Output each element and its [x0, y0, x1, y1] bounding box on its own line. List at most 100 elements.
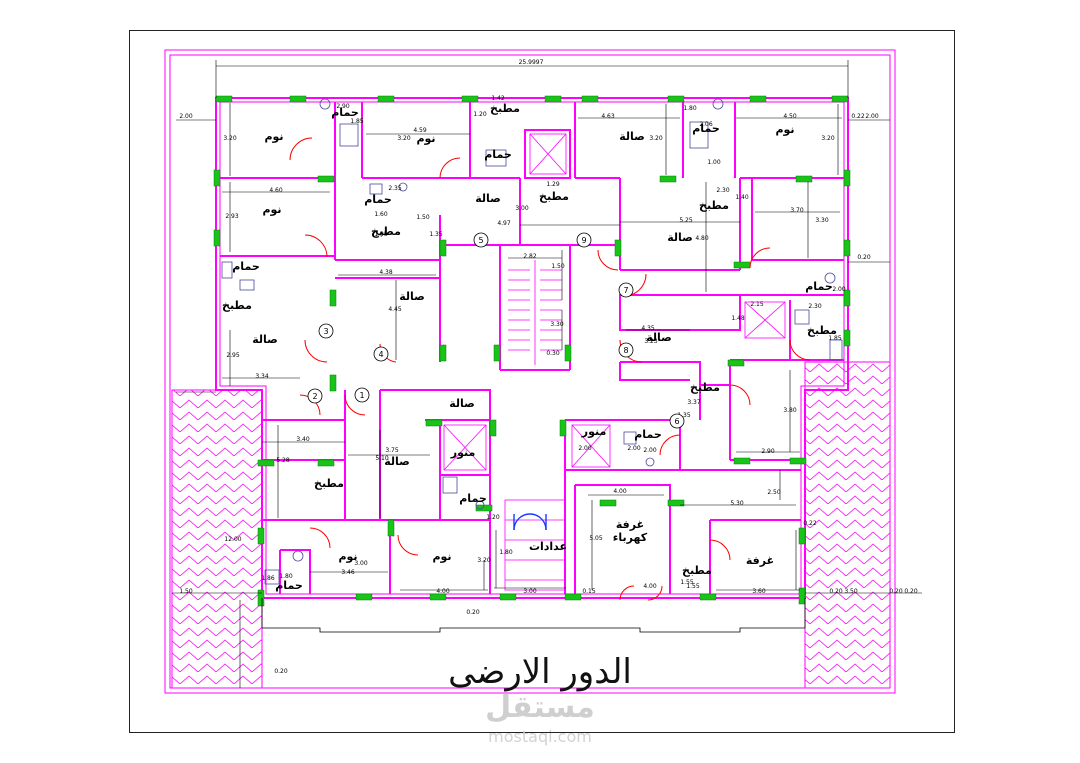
dimension-label: 3.37 — [687, 399, 701, 406]
dimension-label: 5.30 — [730, 500, 744, 507]
unit-marker-label: 3 — [323, 327, 328, 336]
dimension-label: 3.00 — [515, 205, 529, 212]
windows — [213, 95, 851, 607]
room-label-r24: مطبخ — [690, 381, 720, 394]
dimension-label: 3.20 — [223, 135, 237, 142]
dimension-label: 0.20 — [274, 668, 288, 675]
unit-marker-label: 2 — [312, 392, 317, 401]
room-labels: مطبخ حمام نوم نوم حمام صالة حمام نوم نوم حمام مطبخ… — [222, 102, 837, 592]
dimension-label: 1.80 — [279, 573, 293, 580]
dimension-label: 5.10 — [375, 455, 389, 462]
room-label-r14: صالة — [667, 231, 693, 244]
doors — [289, 137, 811, 601]
unit-marker-label: 8 — [623, 346, 628, 355]
dimension-label: 1.55 — [686, 583, 700, 590]
room-label-r10: حمام — [364, 193, 392, 206]
watermark-logo: مستقل — [485, 690, 595, 725]
dimension-label: 1.42 — [491, 95, 505, 102]
dimension-label: 3.20 — [397, 135, 411, 142]
room-label-r29: مطبخ — [314, 477, 344, 490]
dimension-label: 4.59 — [413, 127, 427, 134]
room-label-r26: منور — [581, 425, 607, 438]
dimension-label: 4.35 — [641, 325, 655, 332]
dimension-label: 2.35 — [388, 185, 402, 192]
dimension-label: 1.50 — [179, 588, 193, 595]
dimension-label: 4.38 — [379, 269, 393, 276]
room-label-r19: مطبخ — [222, 299, 252, 312]
building-walls — [215, 97, 849, 599]
dimension-label: 4.00 — [643, 583, 657, 590]
dimension-label: 4.50 — [783, 113, 797, 120]
unit-marker-6: 6 — [669, 413, 685, 429]
unit-marker-label: 7 — [623, 286, 628, 295]
room-label-r9: نوم — [262, 203, 281, 216]
unit-marker-8: 8 — [618, 342, 634, 358]
dimension-label: 0.22 — [851, 113, 865, 120]
room-label-r1: مطبخ — [490, 102, 520, 115]
unit-marker-label: 1 — [359, 391, 364, 400]
watermark-url: mostaqi.com — [488, 727, 592, 746]
dimension-label: 0.20 — [466, 609, 480, 616]
overall-dimension: 25.9997 — [519, 59, 544, 66]
dimension-label: 5.28 — [276, 457, 290, 464]
dimension-label: 2.50 — [767, 489, 781, 496]
dimension-label: 1.60 — [374, 211, 388, 218]
unit-marker-5: 5 — [473, 232, 489, 248]
room-label-r17: صالة — [399, 290, 425, 303]
dimension-label: 1.85 — [828, 335, 842, 342]
dimension-label: 2.95 — [226, 352, 240, 359]
dimension-label: 2.06 — [699, 121, 713, 128]
dimension-label: 3.30 — [815, 217, 829, 224]
dimension-label: 4.60 — [269, 187, 283, 194]
room-label-r38: غرفة — [746, 554, 774, 567]
room-label-r33: حمام — [275, 579, 303, 592]
room-label-r21: مطبخ — [807, 324, 837, 337]
room-label-r22: صالة — [646, 331, 672, 344]
dimension-label: 5.05 — [589, 535, 603, 542]
dimension-label: 3.80 — [783, 407, 797, 414]
room-label-r16: حمام — [232, 260, 260, 273]
dimension-label: 3.00 — [354, 560, 368, 567]
dimension-label: 4.00 — [613, 488, 627, 495]
room-label-r18: حمام — [805, 280, 833, 293]
dimension-label: 12.00 — [224, 536, 241, 543]
dimension-label: 3.75 — [385, 447, 399, 454]
fixtures — [221, 98, 843, 585]
dimension-label: 1.35 — [677, 412, 691, 419]
dimension-label: 3.34 — [255, 373, 269, 380]
room-label-r3: نوم — [264, 130, 283, 143]
unit-marker-3: 3 — [318, 323, 334, 339]
drawing-frame — [129, 30, 955, 733]
dimension-label: 1.55 — [680, 579, 694, 586]
room-label-r36: كهرباء — [613, 531, 648, 544]
dimension-label: 3.00 — [523, 588, 537, 595]
dimension-label: 4.45 — [388, 306, 402, 313]
dimension-label: 3.70 — [790, 207, 804, 214]
room-label-r35: غرفة — [616, 518, 644, 531]
room-label-r31: نوم — [338, 550, 357, 563]
unit-marker-label: 9 — [581, 236, 586, 245]
dimension-label: 1.80 — [683, 105, 697, 112]
room-label-r30: صالة — [384, 455, 410, 468]
dimension-label: 2.00 — [865, 113, 879, 120]
dimension-label: 0.20 — [889, 588, 903, 595]
dimension-label: 2.00 — [578, 445, 592, 452]
dimension-label: 1.48 — [731, 315, 745, 322]
room-label-r25: منور — [450, 446, 476, 459]
unit-marker-9: 9 — [576, 232, 592, 248]
room-label-r7: حمام — [692, 122, 720, 135]
shafts — [443, 133, 786, 471]
dimension-label: 0.20 — [904, 588, 918, 595]
dimension-label: 3.20 — [821, 135, 835, 142]
room-label-r4: نوم — [416, 132, 435, 145]
dimension-label: 1.35 — [374, 231, 388, 238]
dimension-label: 1.00 — [707, 159, 721, 166]
dimension-label: 1.35 — [429, 231, 443, 238]
dimension-label: 1.20 — [486, 514, 500, 521]
dimension-label: 2.00 — [643, 447, 657, 454]
room-label-r37: مطبخ — [682, 564, 712, 577]
